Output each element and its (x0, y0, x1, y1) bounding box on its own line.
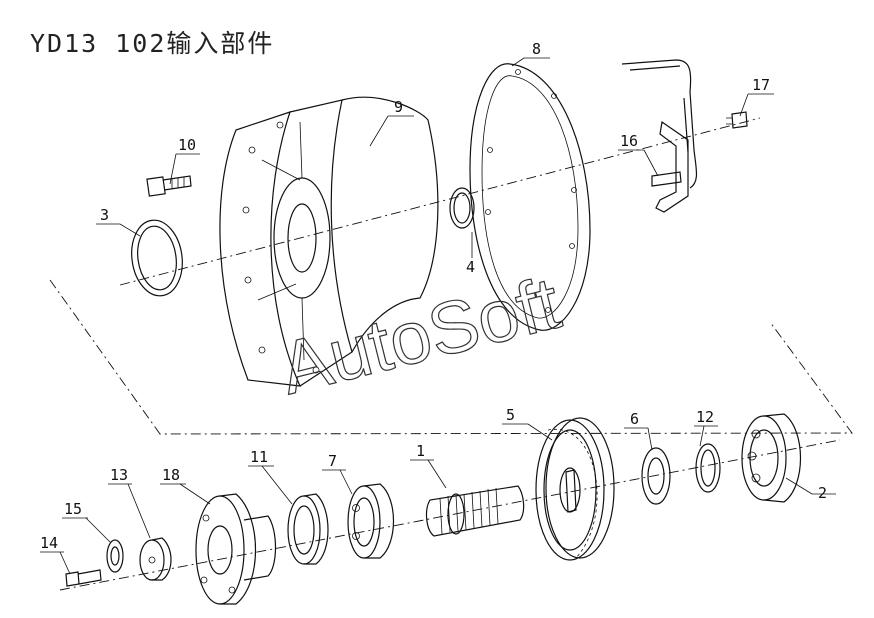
callout-16: 16 (620, 132, 638, 150)
part-7-bearing (347, 483, 395, 559)
part-9-housing (219, 96, 439, 387)
callout-9: 9 (394, 98, 403, 116)
callout-4: 4 (466, 258, 475, 276)
watermark: AutoSoft (272, 261, 568, 410)
callout-8: 8 (532, 40, 541, 58)
upper-axis (119, 117, 761, 286)
part-2-bearing (741, 413, 801, 503)
assembly-plane-outline (49, 279, 853, 435)
callout-14: 14 (40, 534, 58, 552)
callout-2: 2 (818, 484, 827, 502)
lower-axis (59, 439, 841, 591)
callout-11: 11 (250, 448, 268, 466)
callout-5: 5 (506, 406, 515, 424)
part-11-oil-seal (287, 493, 329, 565)
callout-7: 7 (328, 452, 337, 470)
part-10-bolt (146, 175, 192, 197)
callout-3: 3 (100, 206, 109, 224)
part-8-gasket (469, 63, 591, 331)
leader-lines (40, 57, 836, 575)
part-4-seal-ring (449, 187, 475, 229)
callout-6: 6 (630, 410, 639, 428)
part-6-washer (641, 447, 671, 505)
callout-12: 12 (696, 408, 714, 426)
part-15-lock-plate (106, 539, 124, 573)
callout-17: 17 (752, 76, 770, 94)
part-3-o-ring (131, 219, 183, 297)
callout-15: 15 (64, 500, 82, 518)
callout-1: 1 (416, 442, 425, 460)
diagram-title: YD13 102输入部件 (30, 29, 275, 58)
callout-13: 13 (110, 466, 128, 484)
callout-18: 18 (162, 466, 180, 484)
part-14-bolt (65, 569, 102, 587)
callout-10: 10 (178, 136, 196, 154)
part-18-flange (195, 493, 277, 605)
part-1-input-shaft (425, 485, 525, 537)
part-12-circlip (695, 443, 721, 493)
part-16-bracket (621, 59, 698, 213)
part-5-gear (535, 417, 615, 561)
part-13-spacer (139, 537, 172, 581)
